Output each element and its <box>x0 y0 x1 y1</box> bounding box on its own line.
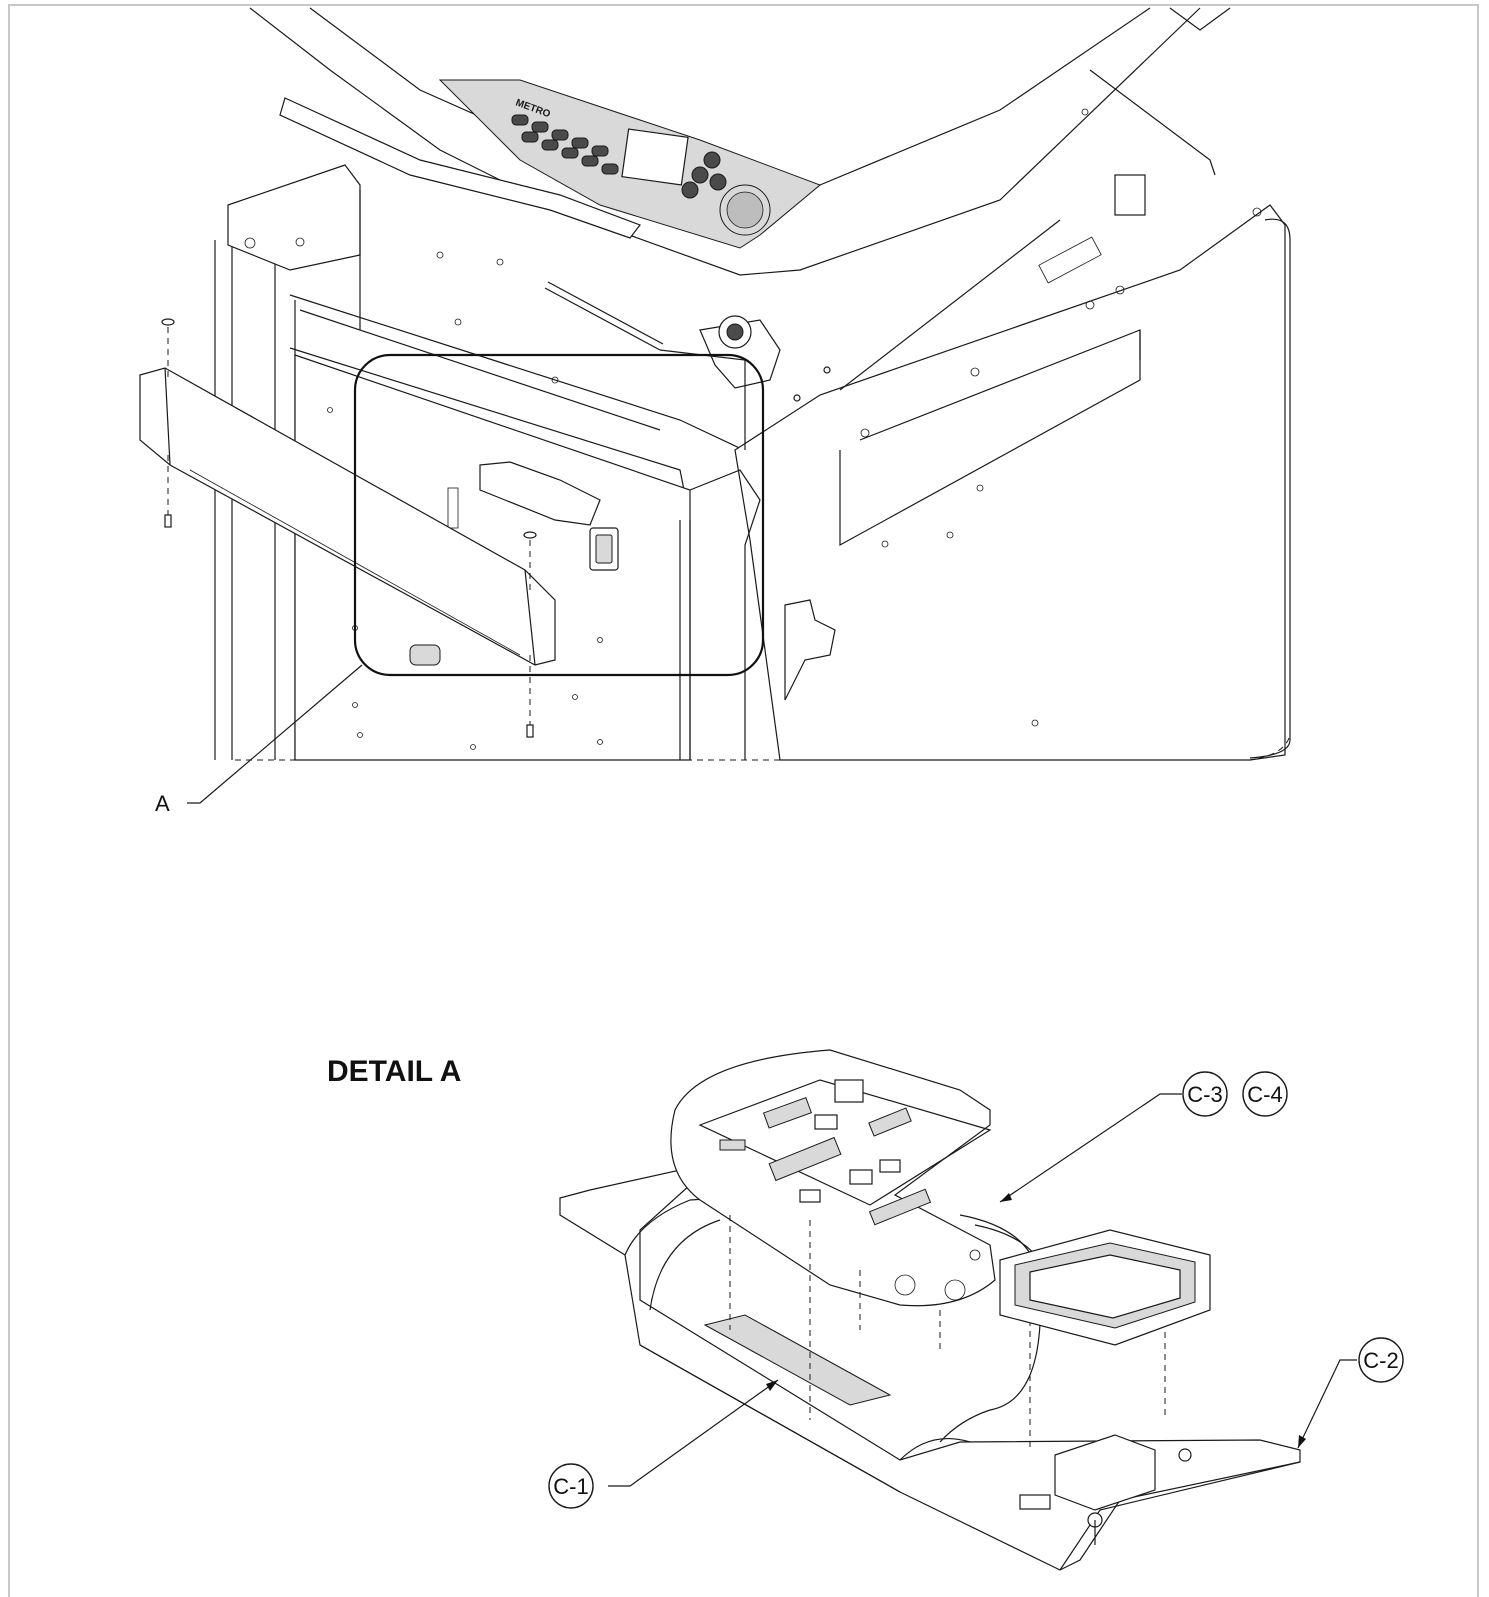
screws-right <box>793 366 831 402</box>
keypad-buttons <box>511 114 727 199</box>
screw-top-left <box>161 318 175 380</box>
connector-block <box>1054 1434 1156 1511</box>
display-screen <box>621 128 689 186</box>
screw-bottom-left <box>164 455 172 528</box>
break-line <box>235 734 1291 761</box>
screw-mid <box>523 531 537 738</box>
detail-a-assembly <box>559 1049 1301 1571</box>
switch-block <box>1114 174 1146 216</box>
callout-c4-label: C-4 <box>1247 1082 1282 1107</box>
handle-bar <box>139 367 556 666</box>
callout-c1-leader <box>608 1379 779 1487</box>
panel-holes <box>860 108 1262 727</box>
detail-a-boundary <box>353 353 765 677</box>
door-holes <box>327 251 603 750</box>
callout-a-leader <box>187 664 363 804</box>
key-lock <box>699 315 781 389</box>
gasket-frame <box>999 1229 1211 1346</box>
circuit-board <box>670 1049 996 1307</box>
callout-c4-bubble <box>1242 1071 1288 1117</box>
callout-c3-leader <box>999 1093 1182 1203</box>
cabinet-assembly: METRO <box>139 7 1291 761</box>
latch-assembly <box>479 461 601 526</box>
callout-c3-bubble <box>1182 1071 1228 1117</box>
callout-a-label: A <box>155 791 170 816</box>
hinge-bracket <box>784 599 836 701</box>
door-vent <box>409 644 441 666</box>
callout-c3-label: C-3 <box>1187 1082 1222 1107</box>
callout-c1-bubble <box>548 1463 594 1509</box>
callout-c2-leader <box>1297 1359 1357 1449</box>
detail-title: DETAIL A <box>327 1055 461 1088</box>
right-side-panel <box>734 204 1286 761</box>
callout-c2-bubble <box>1358 1337 1404 1383</box>
callout-c1-label: C-1 <box>553 1474 588 1499</box>
callout-c2-label: C-2 <box>1363 1348 1398 1373</box>
pcb-chips <box>719 1079 932 1226</box>
label-strip <box>703 1314 892 1406</box>
drawing-frame <box>8 4 1479 1597</box>
